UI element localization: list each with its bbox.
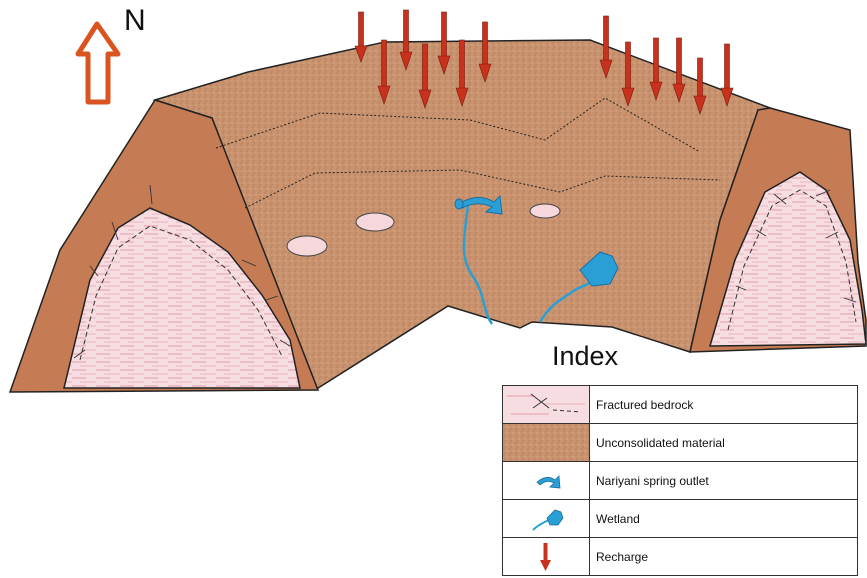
legend-label: Nariyani spring outlet xyxy=(590,462,858,500)
legend-row: Nariyani spring outlet xyxy=(503,462,858,500)
unconsolidated-material-swatch xyxy=(503,424,589,461)
wetland-icon xyxy=(503,500,589,537)
recharge-arrow-icon xyxy=(503,538,589,575)
north-label: N xyxy=(124,4,146,38)
legend-label: Unconsolidated material xyxy=(590,424,858,462)
legend-row: Recharge xyxy=(503,538,858,576)
bedrock-lens xyxy=(287,236,327,256)
spring-outlet-icon xyxy=(503,462,589,499)
north-arrow-icon xyxy=(78,24,118,102)
legend-row: Fractured bedrock xyxy=(503,386,858,424)
legend-row: Wetland xyxy=(503,500,858,538)
bedrock-lens xyxy=(530,204,560,218)
legend-label: Recharge xyxy=(590,538,858,576)
index-legend: Fractured bedrock Unconsolidated materia… xyxy=(502,385,858,576)
legend-label: Wetland xyxy=(590,500,858,538)
fractured-bedrock-swatch xyxy=(503,386,589,423)
legend-row: Unconsolidated material xyxy=(503,424,858,462)
spring-source xyxy=(455,199,463,209)
legend-label: Fractured bedrock xyxy=(590,386,858,424)
index-title: Index xyxy=(552,340,618,372)
bedrock-lens xyxy=(356,213,394,231)
